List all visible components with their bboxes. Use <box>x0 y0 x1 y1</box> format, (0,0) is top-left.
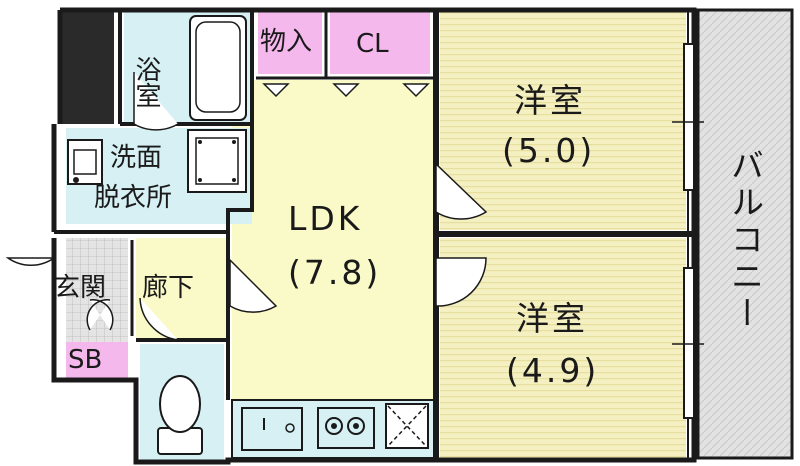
shoe-box-label: SB <box>68 345 102 375</box>
shoe-box-floor <box>66 342 128 378</box>
balcony-windows <box>672 43 704 419</box>
bathtub-icon <box>189 15 247 121</box>
storage-floor <box>258 12 322 74</box>
balcony <box>696 8 794 460</box>
ldk-size-label: (7.8) <box>288 253 381 292</box>
closet-label: CL <box>356 29 389 59</box>
closet-floor <box>330 12 430 74</box>
doors <box>5 72 488 341</box>
ldk-floor-upper <box>256 80 434 210</box>
washing-machine-icon <box>187 129 247 193</box>
entrance-floor <box>66 238 128 342</box>
hallway-label: 廊下 <box>142 273 194 303</box>
western-room-bottom-size: (4.9) <box>506 351 599 390</box>
washroom-label-line1: 洗面 <box>110 143 162 173</box>
range-hood-icon <box>385 403 429 449</box>
toilet-icon <box>157 375 203 455</box>
entrance-label: 玄関 <box>54 273 106 303</box>
western-room-top-floor <box>440 12 686 230</box>
western-room-top-name: 洋室 <box>514 81 586 120</box>
closet-markers <box>262 83 430 98</box>
western-room-top-size: (5.0) <box>502 131 595 170</box>
storage-label: 物入 <box>260 27 312 57</box>
stove-icon <box>317 407 375 449</box>
western-room-bottom-name: 洋室 <box>516 299 588 338</box>
wall-block <box>60 12 114 124</box>
washroom-label-line2: 脱衣所 <box>94 183 172 213</box>
bath-label: 浴室 <box>131 56 161 108</box>
wash-basin-icon <box>67 139 103 185</box>
ldk-name-label: LDK <box>288 199 362 238</box>
balcony-label: バルコニー <box>726 148 765 333</box>
